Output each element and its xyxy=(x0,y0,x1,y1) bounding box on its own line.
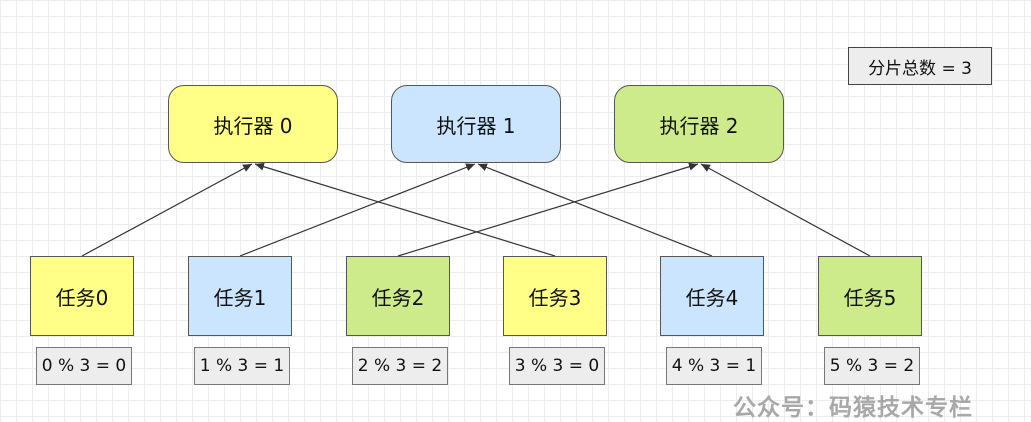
formula-task-3: 3 % 3 = 0 xyxy=(509,347,605,385)
shard-count-label: 分片总数 = 3 xyxy=(848,47,992,85)
executor-0: 执行器 0 xyxy=(168,85,338,163)
arrow-task4-to-executor1 xyxy=(477,163,713,257)
arrow-task0-to-executor0 xyxy=(81,163,253,257)
arrow-task1-to-executor1 xyxy=(239,163,476,257)
formula-task-5: 5 % 3 = 2 xyxy=(824,347,920,385)
watermark: 公众号：码猿技术专栏 xyxy=(733,395,973,421)
task-5: 任务5 xyxy=(818,256,922,336)
task-4: 任务4 xyxy=(660,256,764,336)
formula-task-1: 1 % 3 = 1 xyxy=(194,347,290,385)
arrow-task3-to-executor0 xyxy=(254,162,556,257)
formula-task-2: 2 % 3 = 2 xyxy=(352,347,448,385)
executor-2: 执行器 2 xyxy=(614,85,784,163)
formula-task-0: 0 % 3 = 0 xyxy=(36,347,132,385)
task-2: 任务2 xyxy=(346,256,450,336)
formula-task-4: 4 % 3 = 1 xyxy=(666,347,762,385)
arrow-task5-to-executor2 xyxy=(700,163,871,257)
task-3: 任务3 xyxy=(503,256,607,336)
task-0: 任务0 xyxy=(30,256,134,336)
task-1: 任务1 xyxy=(188,256,292,336)
arrow-task2-to-executor2 xyxy=(397,162,699,257)
executor-1: 执行器 1 xyxy=(391,85,561,163)
